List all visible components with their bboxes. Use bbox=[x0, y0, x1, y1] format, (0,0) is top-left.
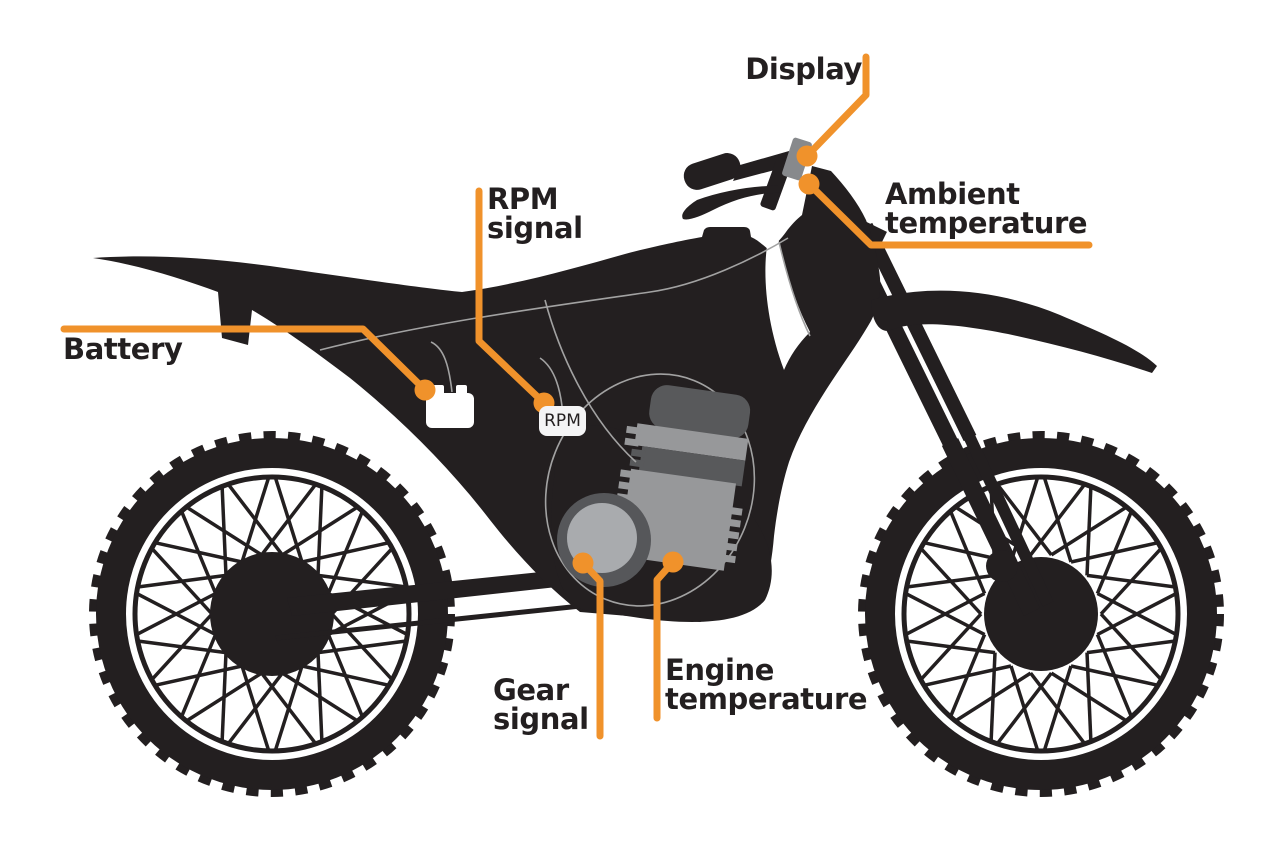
label-display-text: Display bbox=[745, 52, 862, 86]
brake-lever bbox=[682, 185, 781, 220]
wire-line bbox=[544, 299, 637, 463]
label-engine-line2: temperature bbox=[665, 682, 868, 716]
label-rpm-signal: RPM signal bbox=[487, 185, 583, 243]
rpm-callout-line bbox=[475, 187, 548, 407]
spoke bbox=[904, 591, 986, 637]
front-rim bbox=[901, 474, 1181, 754]
display-callout-line bbox=[803, 53, 870, 160]
spoke bbox=[281, 671, 359, 723]
rear-tire bbox=[96, 438, 448, 790]
engine-callout-dot bbox=[662, 551, 684, 573]
spoke bbox=[1042, 476, 1073, 563]
brake-caliper bbox=[986, 550, 1018, 582]
spoke bbox=[179, 633, 218, 718]
spoke bbox=[226, 483, 284, 556]
wire-line bbox=[319, 237, 789, 351]
spoke bbox=[150, 612, 214, 681]
spoke bbox=[919, 612, 983, 681]
spoke bbox=[989, 652, 997, 742]
ambient-callout-line bbox=[805, 180, 1093, 249]
label-rpm-line1: RPM bbox=[487, 182, 559, 216]
rpm-module-label: RPM bbox=[544, 411, 581, 431]
spoke bbox=[273, 476, 304, 563]
front-spokes bbox=[904, 476, 1178, 752]
spoke bbox=[154, 540, 243, 564]
label-engine-temperature: Engine temperature bbox=[665, 653, 868, 716]
spoke bbox=[220, 652, 228, 742]
swingarm bbox=[287, 570, 566, 616]
rear-hub bbox=[210, 552, 334, 676]
spoke bbox=[301, 664, 390, 688]
front-fender bbox=[871, 290, 1157, 373]
spoke bbox=[260, 672, 318, 745]
spoke bbox=[1029, 672, 1087, 745]
label-rpm-line2: signal bbox=[487, 211, 583, 245]
spoke bbox=[995, 483, 1053, 556]
spoke bbox=[1086, 573, 1176, 589]
wire-line bbox=[778, 241, 811, 337]
handlebar-bar bbox=[733, 149, 801, 181]
battery-callout-line bbox=[60, 325, 429, 394]
handlebar bbox=[682, 137, 812, 220]
spoke bbox=[1096, 591, 1178, 637]
label-engine-line1: Engine bbox=[665, 653, 775, 687]
spoke bbox=[1085, 486, 1093, 576]
spoke bbox=[1070, 664, 1159, 688]
spoke bbox=[135, 591, 217, 637]
spoke bbox=[1086, 639, 1176, 655]
fork-leg-right bbox=[962, 431, 1054, 607]
rear-wheel bbox=[89, 431, 455, 797]
neck-gap bbox=[765, 238, 810, 370]
label-battery-text: Battery bbox=[63, 332, 183, 366]
display-callout-dot bbox=[796, 145, 818, 167]
spoke bbox=[906, 573, 996, 589]
rpm-wire bbox=[539, 357, 563, 407]
battery-terminal bbox=[433, 385, 444, 395]
front-tire bbox=[865, 438, 1217, 790]
gear-callout-dot bbox=[572, 552, 594, 574]
fork-tube-right bbox=[859, 222, 977, 442]
rear-rim bbox=[132, 474, 412, 754]
label-gear-line1: Gear bbox=[493, 673, 569, 707]
label-gear-line2: signal bbox=[493, 702, 589, 736]
battery-terminal bbox=[456, 385, 467, 395]
handlebar-grip bbox=[683, 153, 741, 190]
spoke bbox=[240, 665, 271, 752]
label-gear-signal: Gear signal bbox=[493, 676, 589, 734]
battery-wire bbox=[430, 341, 453, 393]
spoke bbox=[316, 486, 324, 576]
spoke bbox=[1050, 671, 1128, 723]
front-wheel bbox=[858, 431, 1224, 797]
rpm-module: RPM bbox=[539, 406, 586, 436]
ambient-callout-dot bbox=[798, 173, 820, 195]
spoke bbox=[1009, 665, 1040, 752]
spoke bbox=[317, 573, 407, 589]
spoke bbox=[1095, 510, 1134, 595]
fork-leg-left bbox=[941, 438, 1041, 616]
spoke bbox=[317, 639, 407, 655]
spoke bbox=[185, 505, 263, 557]
spoke bbox=[137, 573, 227, 589]
engine-seam bbox=[544, 373, 756, 607]
spoke bbox=[948, 633, 987, 718]
battery-callout-dot bbox=[414, 379, 436, 401]
chain bbox=[275, 601, 601, 641]
label-ambient-line2: temperature bbox=[885, 206, 1088, 240]
battery-body bbox=[426, 393, 474, 428]
label-ambient-temperature: Ambient temperature bbox=[885, 177, 1088, 240]
label-ambient-line1: Ambient bbox=[885, 177, 1020, 211]
label-battery: Battery bbox=[63, 332, 183, 366]
spoke bbox=[326, 510, 365, 595]
battery-icon bbox=[426, 385, 474, 428]
label-display: Display bbox=[640, 55, 862, 84]
